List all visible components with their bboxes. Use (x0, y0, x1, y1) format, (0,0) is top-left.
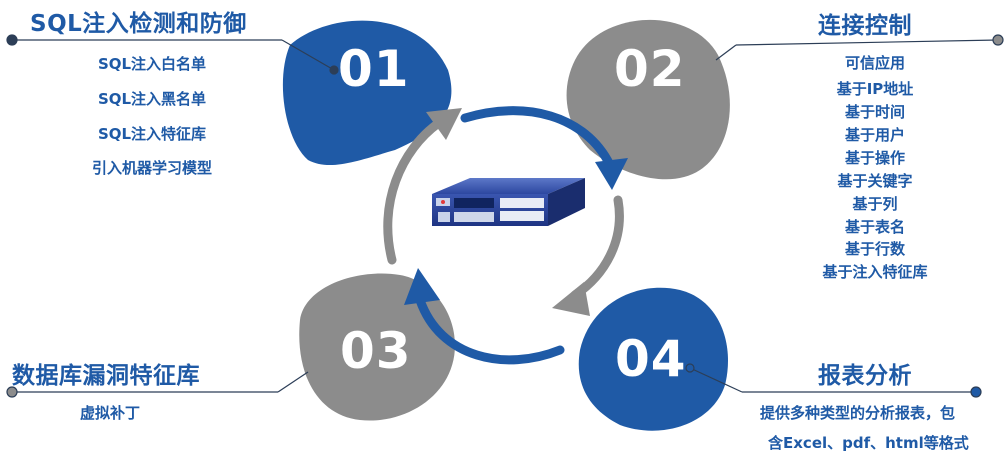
step-number-04: 04 (615, 330, 687, 388)
arrowhead-right (552, 282, 590, 316)
arrowhead-bottom (404, 268, 440, 305)
arrowhead-top-right (595, 158, 628, 190)
step-number-03: 03 (340, 322, 412, 380)
leader-02 (715, 34, 1004, 61)
section-01-title: SQL注入检测和防御 (30, 11, 247, 37)
petal-01 (282, 20, 452, 166)
section-01-item-3: SQL注入特征库 (97, 125, 207, 143)
petal-03 (299, 273, 455, 421)
section-04-item-2: 含Excel、pdf、html等格式 (768, 434, 969, 452)
section-02-item-7: 基于列 (852, 195, 898, 213)
leader-04 (685, 363, 982, 398)
step-number-01: 01 (338, 40, 410, 98)
section-01-item-4: 引入机器学习模型 (91, 159, 212, 177)
section-02-item-5: 基于操作 (844, 149, 905, 167)
arrow-arc-top-right (460, 106, 615, 170)
section-02-item-4: 基于用户 (844, 126, 905, 144)
section-02-item-3: 基于时间 (844, 103, 905, 121)
arrow-arc-bottom (415, 295, 565, 365)
leader-03 (6, 371, 309, 398)
arrowhead-left (426, 108, 462, 140)
section-04-item-1: 提供多种类型的分析报表，包 (760, 404, 956, 422)
petal-02 (566, 19, 730, 180)
section-01-item-1: SQL注入白名单 (97, 55, 207, 73)
section-02-item-1: 可信应用 (844, 54, 905, 72)
step-number-02: 02 (614, 40, 686, 98)
leader-01 (6, 34, 339, 75)
petal-04 (578, 287, 728, 431)
section-02-item-10: 基于注入特征库 (822, 263, 928, 281)
arrow-arc-right (570, 195, 624, 300)
server-image (432, 178, 585, 226)
section-04-title: 报表分析 (818, 363, 912, 389)
section-02-item-2: 基于IP地址 (836, 80, 914, 98)
arrow-arc-left (383, 117, 445, 265)
section-02-title: 连接控制 (818, 13, 912, 39)
section-02-item-9: 基于行数 (844, 240, 905, 258)
section-02-item-8: 基于表名 (844, 218, 905, 236)
section-03-item-1: 虚拟补丁 (80, 404, 141, 422)
section-03-title: 数据库漏洞特征库 (12, 363, 200, 389)
section-02-item-6: 基于关键字 (837, 172, 913, 190)
section-01-item-2: SQL注入黑名单 (97, 90, 207, 108)
